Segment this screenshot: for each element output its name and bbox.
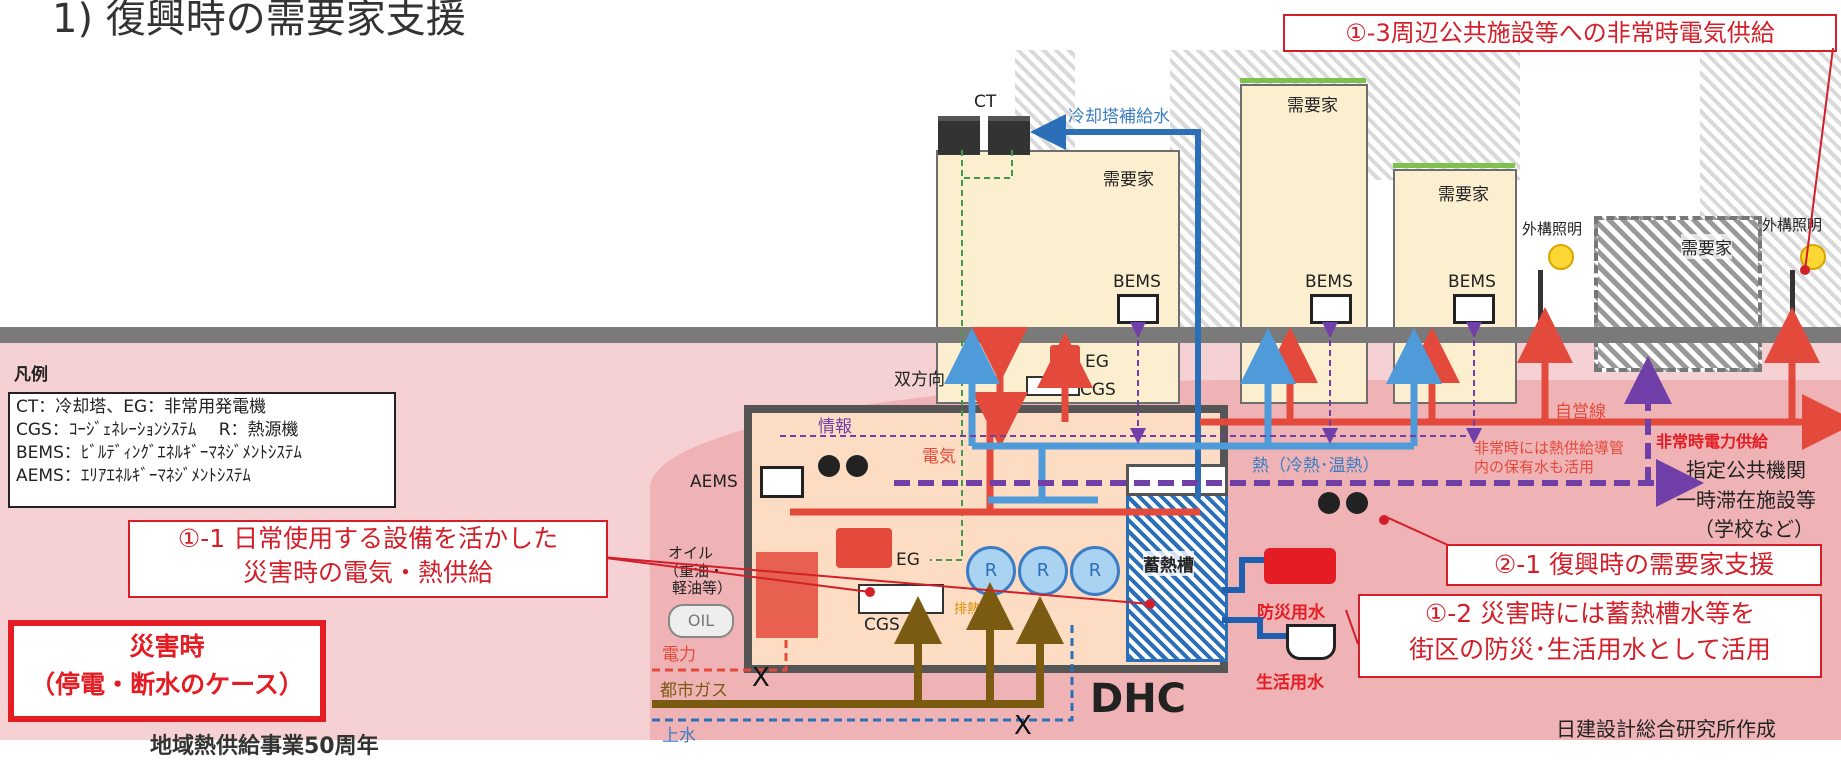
- flow-lines: X X: [589, 47, 1841, 740]
- cooling-tower-1: [938, 116, 980, 155]
- heat-pipe-note-1: 非常時には熱供給導管: [1474, 439, 1625, 457]
- fire-water-label: 防災用水: [1257, 603, 1325, 623]
- ground-line: [0, 327, 1841, 343]
- cooling-tower-2: [988, 116, 1030, 155]
- bems-2-icon: [1310, 294, 1352, 324]
- legend-row-1: CT：冷却塔、EG：非常用発電機: [16, 397, 267, 417]
- callout-1-1: ①-1 日常使用する設備を活かした 災害時の電気・熱供給: [128, 520, 608, 598]
- pole-1: [1538, 270, 1543, 330]
- ct-label: CT: [974, 92, 997, 112]
- building-3-roof: [1393, 163, 1515, 168]
- city-gas-label: 都市ガス: [660, 681, 728, 701]
- credit: 日建設計総合研究所作成: [1556, 717, 1776, 741]
- oil-tank-icon: OIL: [668, 604, 734, 638]
- building-2-roof: [1240, 78, 1366, 83]
- fire-pump-icon: [1264, 548, 1336, 584]
- bems-2-label: BEMS: [1305, 272, 1353, 292]
- bulb-1-icon: [1548, 244, 1574, 270]
- monitor-icon: [760, 466, 804, 498]
- legend-heading: 凡例: [14, 365, 48, 385]
- callout-1-2-line-1: ①-2 災害時には蓄熱槽水等を: [1424, 599, 1756, 628]
- callout-2-1: ②-1 復興時の需要家支援: [1446, 544, 1822, 586]
- callout-1-3: ①-3周辺公共施設等への非常時電気供給: [1283, 14, 1837, 52]
- callout-1-2-line-2: 街区の防災･生活用水として活用: [1409, 635, 1771, 664]
- outdoor-light-2-label: 外構照明: [1762, 216, 1823, 234]
- disaster-box: 災害時 （停電・断水のケース）: [8, 620, 326, 722]
- oil-label-3: 軽油等）: [672, 579, 733, 597]
- building-4: [1594, 216, 1762, 372]
- power-line-label: 電力: [662, 645, 696, 665]
- heat-source-2: R: [1018, 546, 1068, 596]
- page-title: 1) 復興時の需要家支援: [52, 0, 466, 42]
- public-3: （学校など）: [1694, 517, 1814, 541]
- building-3-label: 需要家: [1438, 185, 1489, 205]
- operators-icon: [818, 455, 874, 489]
- toilet-icon: [1286, 624, 1336, 660]
- svg-text:X: X: [752, 663, 770, 693]
- callout-1-1-line-2: 災害時の電気・熱供給: [242, 558, 493, 587]
- heat-source-3: R: [1070, 546, 1120, 596]
- bottom-cut-text: 地域熱供給事業50周年: [150, 734, 379, 759]
- emergency-power-label: 非常時電力供給: [1656, 432, 1769, 451]
- disaster-line-1: 災害時: [129, 632, 205, 661]
- storage-label: 蓄熱槽: [1143, 551, 1194, 576]
- disaster-line-2: （停電・断水のケース）: [30, 670, 304, 699]
- callout-1-1-line-1: ①-1 日常使用する設備を活かした: [177, 524, 559, 553]
- ct-water-label: 冷却塔補給水: [1068, 107, 1170, 127]
- building-4-label: 需要家: [1681, 234, 1732, 259]
- electricity-label: 電気: [922, 447, 956, 467]
- legend-row-3: BEMS：ﾋﾞﾙﾃﾞｨﾝｸﾞｴﾈﾙｷﾞｰﾏﾈｼﾞﾒﾝﾄｼｽﾃﾑ: [16, 443, 302, 463]
- building-1-label: 需要家: [1103, 170, 1154, 190]
- building-2-label: 需要家: [1287, 96, 1338, 116]
- legend-row-4: AEMS：ｴﾘｱｴﾈﾙｷﾞｰﾏﾈｼﾞﾒﾝﾄｼｽﾃﾑ: [16, 466, 251, 486]
- heat-line-label: 熱（冷熱･温熱）: [1252, 456, 1380, 476]
- svg-text:X: X: [1014, 711, 1032, 740]
- aems-label: AEMS: [690, 472, 738, 492]
- bems-1-label: BEMS: [1113, 272, 1161, 292]
- bidirectional-label: 双方向: [894, 370, 945, 390]
- legend-row-2: CGS：ｺｰｼﾞｪﾈﾚｰｼｮﾝｼｽﾃﾑ R：熱源機: [16, 420, 299, 440]
- supporters-icon: [1318, 492, 1374, 526]
- oil-label-1: オイル: [668, 544, 714, 562]
- eg-generator-icon: [836, 528, 892, 568]
- bems-3-label: BEMS: [1448, 272, 1496, 292]
- callout-1-2: ①-2 災害時には蓄熱槽水等を 街区の防災･生活用水として活用: [1358, 594, 1822, 678]
- eg-plant-label: EG: [896, 550, 920, 570]
- info-label: 情報: [818, 417, 852, 437]
- legend-box: CT：冷却塔、EG：非常用発電機 CGS：ｺｰｼﾞｪﾈﾚｰｼｮﾝｼｽﾃﾑ R：熱…: [8, 392, 396, 508]
- pole-2: [1790, 270, 1795, 330]
- heat-pipe-note-2: 内の保有水も活用: [1474, 458, 1595, 476]
- outdoor-light-1-label: 外構照明: [1522, 220, 1583, 238]
- private-line-label: 自営線: [1555, 402, 1606, 422]
- switchgear-icon: [756, 552, 818, 638]
- life-water-label: 生活用水: [1256, 673, 1324, 693]
- public-1: 指定公共機関: [1686, 458, 1806, 482]
- dhc-label: DHC: [1090, 676, 1187, 722]
- cgs-plant-label: CGS: [864, 615, 900, 635]
